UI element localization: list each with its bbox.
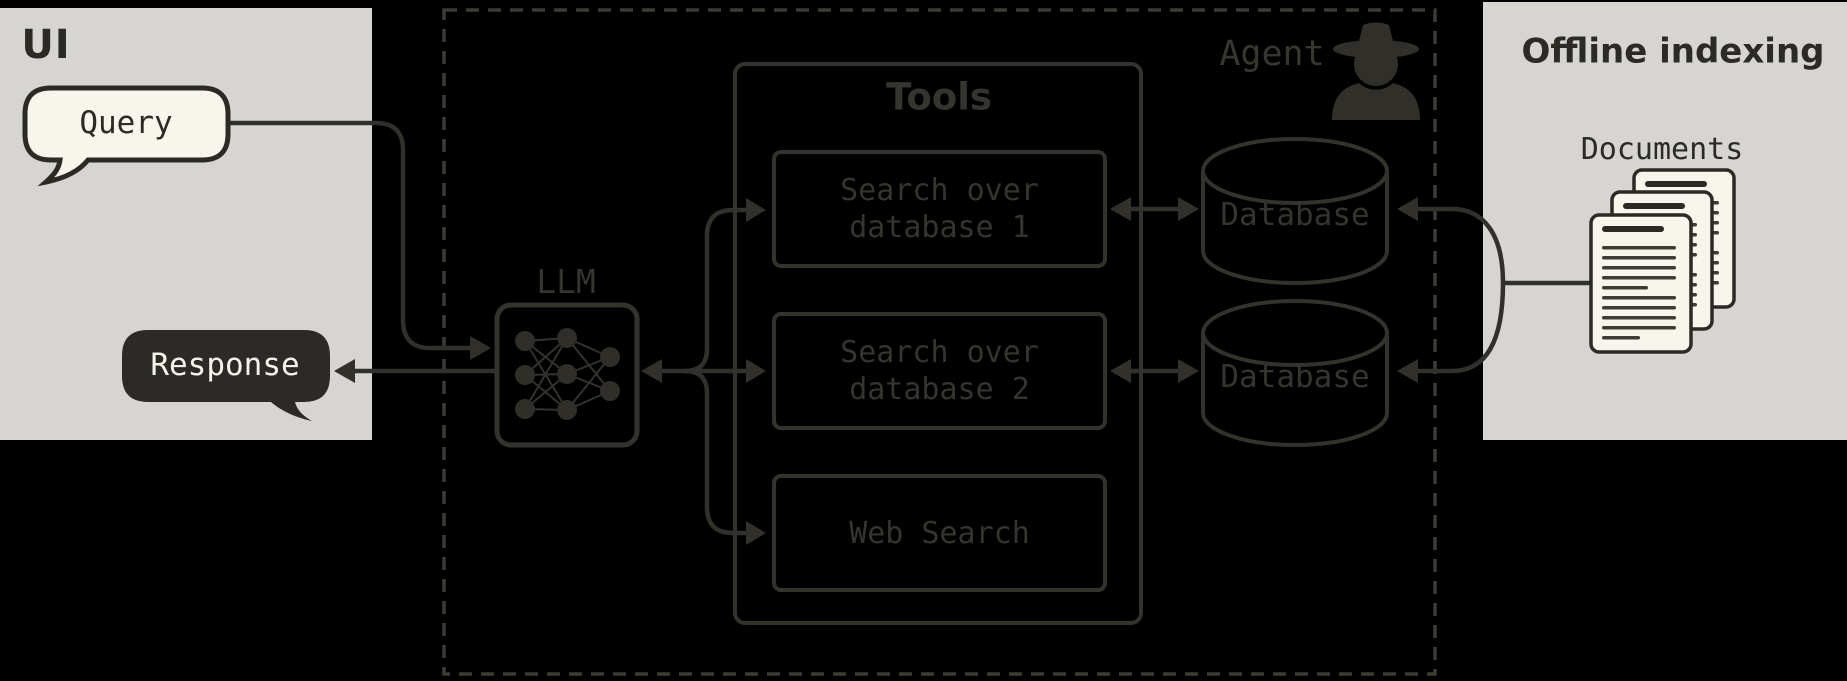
llm-label: LLM: [536, 262, 596, 302]
ui-panel-title: UI: [21, 22, 71, 68]
database-1-label: Database: [1220, 197, 1370, 234]
arrow-into-llm-right: [641, 359, 662, 383]
tool-label-line1: Search over: [840, 173, 1039, 208]
llm-box: [494, 302, 640, 448]
database-2-label: Database: [1220, 359, 1370, 396]
query-bubble-label: Query: [79, 105, 173, 142]
arrow-into-db1-left: [1178, 197, 1199, 221]
tool-label-line2: database 2: [849, 372, 1030, 407]
agent-hat-brim: [1333, 40, 1419, 58]
arrow-into-db1-right: [1397, 197, 1418, 221]
tool-label-line1: Web Search: [849, 515, 1030, 551]
arrow-into-db2-left: [1178, 359, 1199, 383]
llm-icon: [494, 302, 640, 448]
tool-search-database-2: Search over database 2: [772, 312, 1107, 430]
tools-box: [733, 62, 1143, 625]
tool-label-line2: database 1: [849, 210, 1030, 245]
response-bubble-label: Response: [150, 347, 300, 384]
agent-hat-crown: [1357, 22, 1395, 49]
agent-shoulders: [1332, 83, 1420, 120]
arrow-into-llm-left: [470, 336, 491, 360]
agent-head: [1354, 42, 1398, 86]
tool-label-line1: Search over: [840, 335, 1039, 370]
tool-search-database-1: Search over database 1: [772, 150, 1107, 268]
tool-web-search: Web Search: [772, 474, 1107, 592]
offline-indexing-title: Offline indexing: [1521, 31, 1825, 72]
arrow-into-db2-right: [1397, 359, 1418, 383]
neural-network-nodes: [515, 328, 620, 420]
agent-label: Agent: [1219, 33, 1325, 74]
tools-box-title: Tools: [886, 75, 992, 119]
agent-spy-icon: [1332, 22, 1420, 120]
neural-network-edges: [524, 337, 611, 411]
documents-label: Documents: [1580, 131, 1744, 167]
